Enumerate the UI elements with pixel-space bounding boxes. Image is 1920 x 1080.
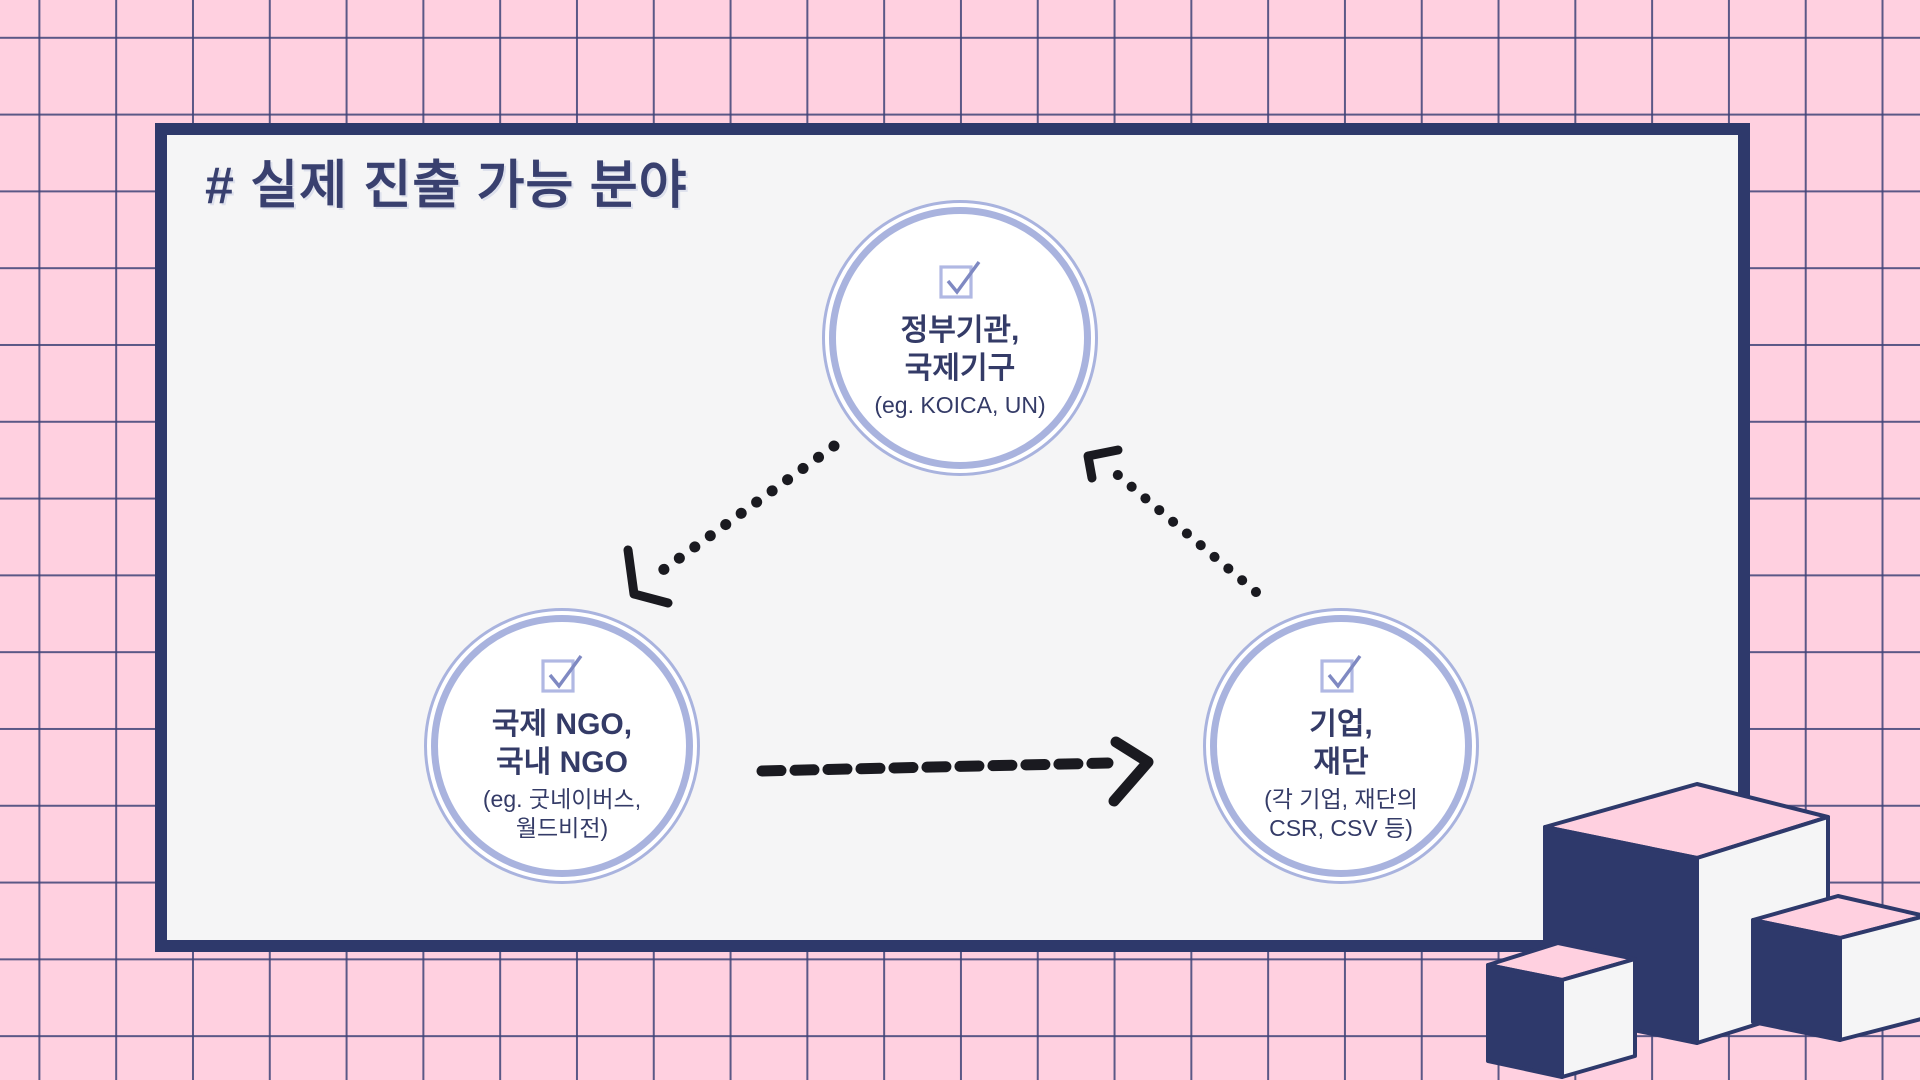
node-main-text: 국제기구 [904,352,1016,386]
checkbox-icon [939,261,981,299]
medium-cube [1751,894,1920,1042]
node-sub-text: (eg. 굿네이버스, [482,786,642,813]
node-main-text: 국제 NGO, [491,707,633,741]
node-sub-text: 월드비전) [515,814,609,841]
node-ngo: 국제 NGO, 국내 NGO (eg. 굿네이버스, 월드비전) [424,608,700,884]
checkbox-icon [1320,654,1362,693]
node-main-text: 재단 [1313,745,1369,779]
page-title: # 실제 진출 가능 분야 [205,157,688,215]
node-content: 국제 NGO, 국내 NGO (eg. 굿네이버스, 월드비전) [441,625,683,867]
node-main-text: 국내 NGO [496,745,628,779]
node-sub-text: (각 기업, 재단의 [1264,786,1418,813]
node-sub-text: CSR, CSV 등) [1269,814,1413,841]
checkbox-icon [541,654,583,693]
node-content: 기업, 재단 (각 기업, 재단의 CSR, CSV 등) [1220,625,1462,867]
node-main-text: 기업, [1309,707,1373,741]
node-company-foundation: 기업, 재단 (각 기업, 재단의 CSR, CSV 등) [1203,608,1479,884]
node-main-text: 정부기관, [900,314,1020,348]
node-sub-text: (eg. KOICA, UN) [874,392,1046,419]
node-government-orgs: 정부기관, 국제기구 (eg. KOICA, UN) [822,200,1098,476]
node-content: 정부기관, 국제기구 (eg. KOICA, UN) [839,217,1081,459]
small-cube [1486,941,1637,1079]
